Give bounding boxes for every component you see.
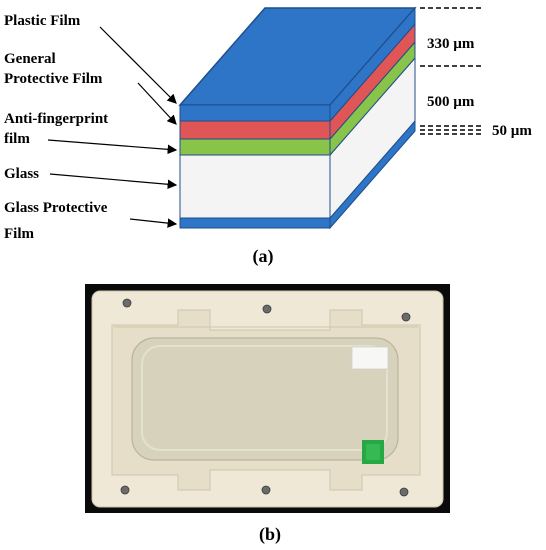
label-general-protective-line1: General	[4, 51, 56, 67]
label-glass-protective-line2: Film	[4, 226, 34, 242]
thickness-markers	[420, 7, 482, 135]
caption-a: (a)	[253, 246, 274, 267]
front-glass	[179, 154, 331, 219]
layer-stack-diagram	[178, 6, 417, 230]
arrow-anti-fingerprint	[47, 139, 178, 155]
thickness-labels: 330 µm 500 µm 50 µm	[427, 36, 532, 139]
label-plastic-film: Plastic Film	[4, 13, 81, 29]
film-highlight	[141, 345, 388, 451]
protective-film	[131, 337, 399, 461]
label-anti-fingerprint-line1: Anti-fingerprint	[4, 111, 108, 127]
label-glass: Glass	[4, 166, 39, 182]
label-anti-fingerprint-line2: film	[4, 131, 30, 147]
caption-b: (b)	[259, 524, 281, 545]
screw-icon	[261, 485, 271, 495]
fixture-photo	[85, 284, 450, 513]
thickness-330: 330 µm	[427, 36, 475, 52]
thickness-500: 500 µm	[427, 94, 475, 110]
front-general-protective	[179, 120, 331, 140]
screw-icon	[262, 304, 272, 314]
front-anti-fingerprint	[179, 138, 331, 156]
arrow-plastic-film	[99, 26, 177, 104]
green-sticker-label	[366, 444, 380, 460]
front-plastic-film	[179, 104, 331, 122]
film-tab	[351, 346, 389, 370]
screw-icon	[401, 312, 411, 322]
arrow-glass	[49, 173, 178, 190]
screw-icon	[120, 485, 130, 495]
arrow-general-protective	[137, 82, 177, 125]
front-glass-protective	[179, 217, 331, 229]
pointer-arrows	[47, 26, 178, 228]
label-general-protective-line2: Protective Film	[4, 71, 103, 87]
layer-labels: Plastic Film General Protective Film Ant…	[4, 13, 108, 242]
screws	[120, 298, 411, 497]
screw-icon	[399, 487, 409, 497]
thickness-50: 50 µm	[492, 123, 532, 139]
arrow-glass-protective	[129, 218, 178, 228]
label-glass-protective-line1: Glass Protective	[4, 200, 108, 216]
screw-icon	[122, 298, 132, 308]
